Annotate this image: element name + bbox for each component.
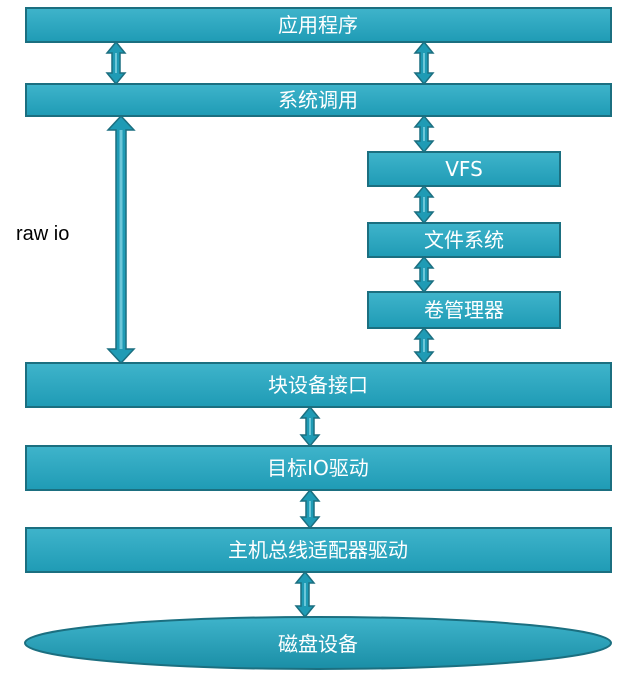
syscall-box: 系统调用 — [25, 83, 612, 117]
raw-io-label: raw io — [16, 223, 69, 245]
target-io-driver-label: 目标IO驱动 — [267, 456, 369, 480]
volume-manager-label: 卷管理器 — [424, 298, 504, 322]
app-box: 应用程序 — [25, 7, 612, 43]
disk-device-label: 磁盘设备 — [278, 632, 358, 656]
hba-driver-label: 主机总线适配器驱动 — [228, 538, 408, 562]
block-device-interface-box: 块设备接口 — [25, 362, 612, 408]
vfs-box: VFS — [367, 151, 561, 187]
disk-device-ellipse: 磁盘设备 — [24, 616, 612, 670]
syscall-label: 系统调用 — [278, 88, 358, 112]
vfs-label: VFS — [445, 157, 483, 181]
block-device-interface-label: 块设备接口 — [268, 373, 368, 397]
volume-manager-box: 卷管理器 — [367, 291, 561, 329]
target-io-driver-box: 目标IO驱动 — [25, 445, 612, 491]
app-label: 应用程序 — [278, 13, 358, 37]
filesystem-label: 文件系统 — [424, 228, 504, 252]
hba-driver-box: 主机总线适配器驱动 — [25, 527, 612, 573]
filesystem-box: 文件系统 — [367, 222, 561, 258]
